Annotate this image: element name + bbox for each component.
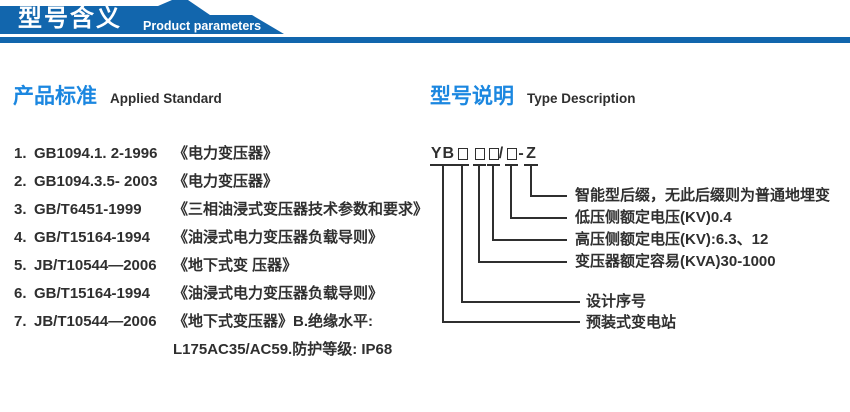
standard-item: 7. JB/T10544—2006 《地下式变压器》B.绝缘水平:: [14, 308, 424, 336]
item-desc: 《三相油浸式变压器技术参数和要求》: [173, 201, 429, 218]
page-subtitle: Product parameters: [143, 19, 262, 33]
diagram-label-smart-suffix: 智能型后缀，无此后缀则为普通地埋变: [575, 187, 831, 204]
line-box3: [492, 166, 567, 241]
standard-item-continuation: L175AC35/AC59.防护等级: IP68: [14, 336, 424, 364]
diagram-label-rated-capacity: 变压器额定容易(KVA)30-1000: [575, 253, 776, 270]
line-suffix: [530, 166, 567, 197]
item-code: GB/T6451-1999: [34, 201, 142, 218]
ribbon-shape: [0, 0, 284, 34]
type-title: 型号说明: [430, 85, 514, 108]
header-ribbon: [0, 0, 850, 43]
item-code: JB/T10544—2006: [34, 257, 157, 274]
item-desc: 《油浸式电力变压器负载导则》: [173, 285, 384, 302]
standard-item: 1. GB1094.1. 2-1996 《电力变压器》: [14, 140, 424, 168]
item-code: GB1094.1. 2-1996: [34, 145, 158, 162]
standards-list: 1. GB1094.1. 2-1996 《电力变压器》 2. GB1094.3.…: [14, 140, 428, 364]
code-dash: -: [518, 145, 524, 162]
box-icon: [457, 148, 468, 160]
item-desc: 《电力变压器》: [173, 145, 279, 162]
standards-section-header: 产品标准 Applied Standard: [13, 84, 222, 110]
type-subtitle: Type Description: [527, 91, 636, 106]
code-prefix: YB: [430, 145, 456, 166]
item-code: GB1094.3.5- 2003: [34, 173, 158, 190]
item-desc: 《地下式变压器》B.绝缘水平:: [173, 313, 373, 330]
item-number: 3.: [14, 201, 27, 218]
placeholder-box: [456, 145, 469, 166]
line-prefix: [442, 166, 580, 323]
placeholder-box: [473, 145, 486, 166]
item-number: 4.: [14, 229, 27, 246]
item-code: GB/T15164-1994: [34, 285, 150, 302]
item-desc: 《油浸式电力变压器负载导则》: [173, 229, 384, 246]
item-number: 5.: [14, 257, 27, 274]
placeholder-box: [487, 145, 500, 166]
item-desc: 《地下式变 压器》: [173, 257, 298, 274]
standard-item: 2. GB1094.3.5- 2003 《电力变压器》: [14, 168, 424, 196]
line-box2: [478, 166, 567, 263]
diagram-label-hv-voltage: 高压侧额定电压(KV):6.3、12: [575, 231, 769, 248]
standard-item: 3. GB/T6451-1999 《三相油浸式变压器技术参数和要求》: [14, 196, 428, 224]
standard-item: 5. JB/T10544—2006 《地下式变 压器》: [14, 252, 424, 280]
item-code: GB/T15164-1994: [34, 229, 150, 246]
code-slash: /: [498, 145, 504, 162]
item-code: [34, 336, 173, 364]
item-desc: L175AC35/AC59.防护等级: IP68: [173, 341, 393, 358]
diagram-label-prefab-station: 预装式变电站: [586, 314, 677, 331]
item-number: 7.: [14, 313, 27, 330]
type-section-header: 型号说明 Type Description: [430, 84, 636, 110]
accent-strip: [0, 37, 850, 43]
item-number: 6.: [14, 285, 27, 302]
item-number: [14, 336, 34, 364]
item-code: JB/T10544—2006: [34, 313, 157, 330]
box-icon: [506, 148, 517, 160]
placeholder-box: [505, 145, 518, 166]
box-icon: [488, 148, 499, 160]
line-box1: [461, 166, 580, 303]
standard-item: 6. GB/T15164-1994 《油浸式电力变压器负载导则》: [14, 280, 424, 308]
line-box4: [510, 166, 567, 219]
page-title: 型号含义: [18, 5, 122, 32]
standards-subtitle: Applied Standard: [110, 91, 222, 106]
item-number: 1.: [14, 145, 27, 162]
standard-item: 4. GB/T15164-1994 《油浸式电力变压器负载导则》: [14, 224, 424, 252]
code-suffix: Z: [524, 145, 538, 166]
diagram-label-design-serial: 设计序号: [586, 293, 647, 310]
box-icon: [474, 148, 485, 160]
item-number: 2.: [14, 173, 27, 190]
standards-title: 产品标准: [13, 85, 97, 108]
diagram-label-lv-voltage: 低压侧额定电压(KV)0.4: [575, 209, 732, 226]
item-desc: 《电力变压器》: [173, 173, 279, 190]
